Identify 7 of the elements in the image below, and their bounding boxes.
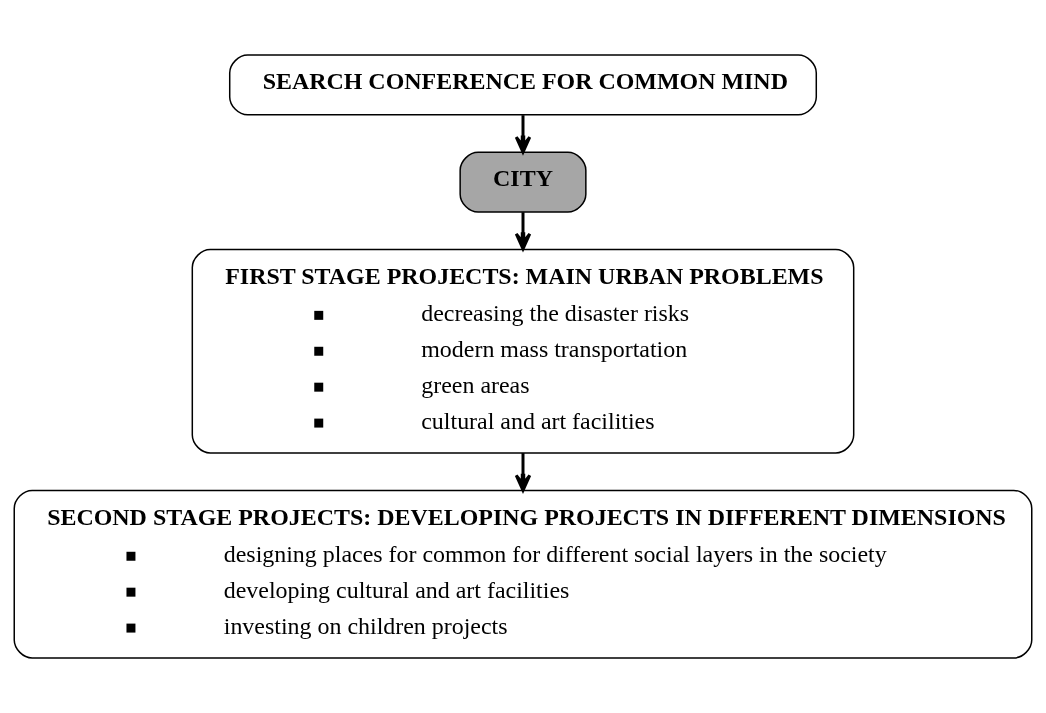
node-box: CITY: [459, 151, 587, 213]
node-box: FIRST STAGE PROJECTS: MAIN URBAN PROBLEMS decreasing the disaster risks modern mass transportation green areas cultural and art facilities: [191, 248, 855, 454]
node-box: SECOND STAGE PROJECTS: DEVELOPING PROJECTS IN DIFFERENT DIMENSIONS designing places for common for different social layers in the society developing cultural and art facilities investing on children projects: [13, 489, 1033, 659]
node-box: SEARCH CONFERENCE FOR COMMON MIND: [228, 54, 818, 116]
arrow: [514, 453, 532, 492]
arrow: [514, 212, 532, 251]
arrow: [514, 115, 532, 154]
